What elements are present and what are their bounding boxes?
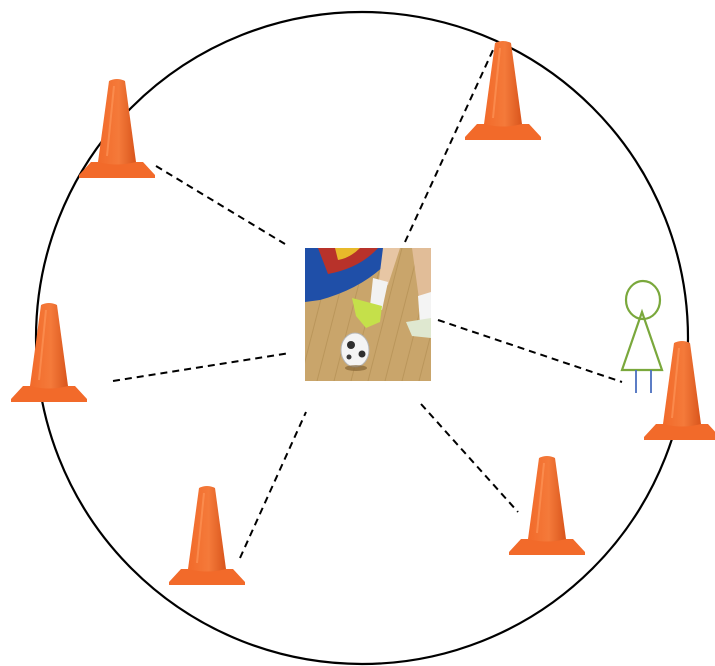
passing-lane-line [405,50,493,242]
cone-body [484,41,522,127]
floor-plank-line [436,248,470,381]
passing-lane-line [113,353,290,381]
traffic-cone-icon [465,41,541,140]
passing-lane-line [156,166,285,244]
traffic-cone-icon [509,456,585,555]
passing-lane-line [438,320,622,382]
cone-body [188,486,226,572]
traffic-cone-icon [79,79,155,178]
cone-body [98,79,136,165]
cone-body [528,456,566,542]
cone-body [663,341,701,427]
futsal-ball-photo [300,248,470,381]
traffic-cone-icon [644,341,715,440]
passing-lane-line [240,412,306,558]
passing-lane-line [421,404,518,512]
traffic-cone-icon [169,486,245,585]
player-figure-icon [622,281,662,393]
traffic-cone-icon [11,303,87,402]
